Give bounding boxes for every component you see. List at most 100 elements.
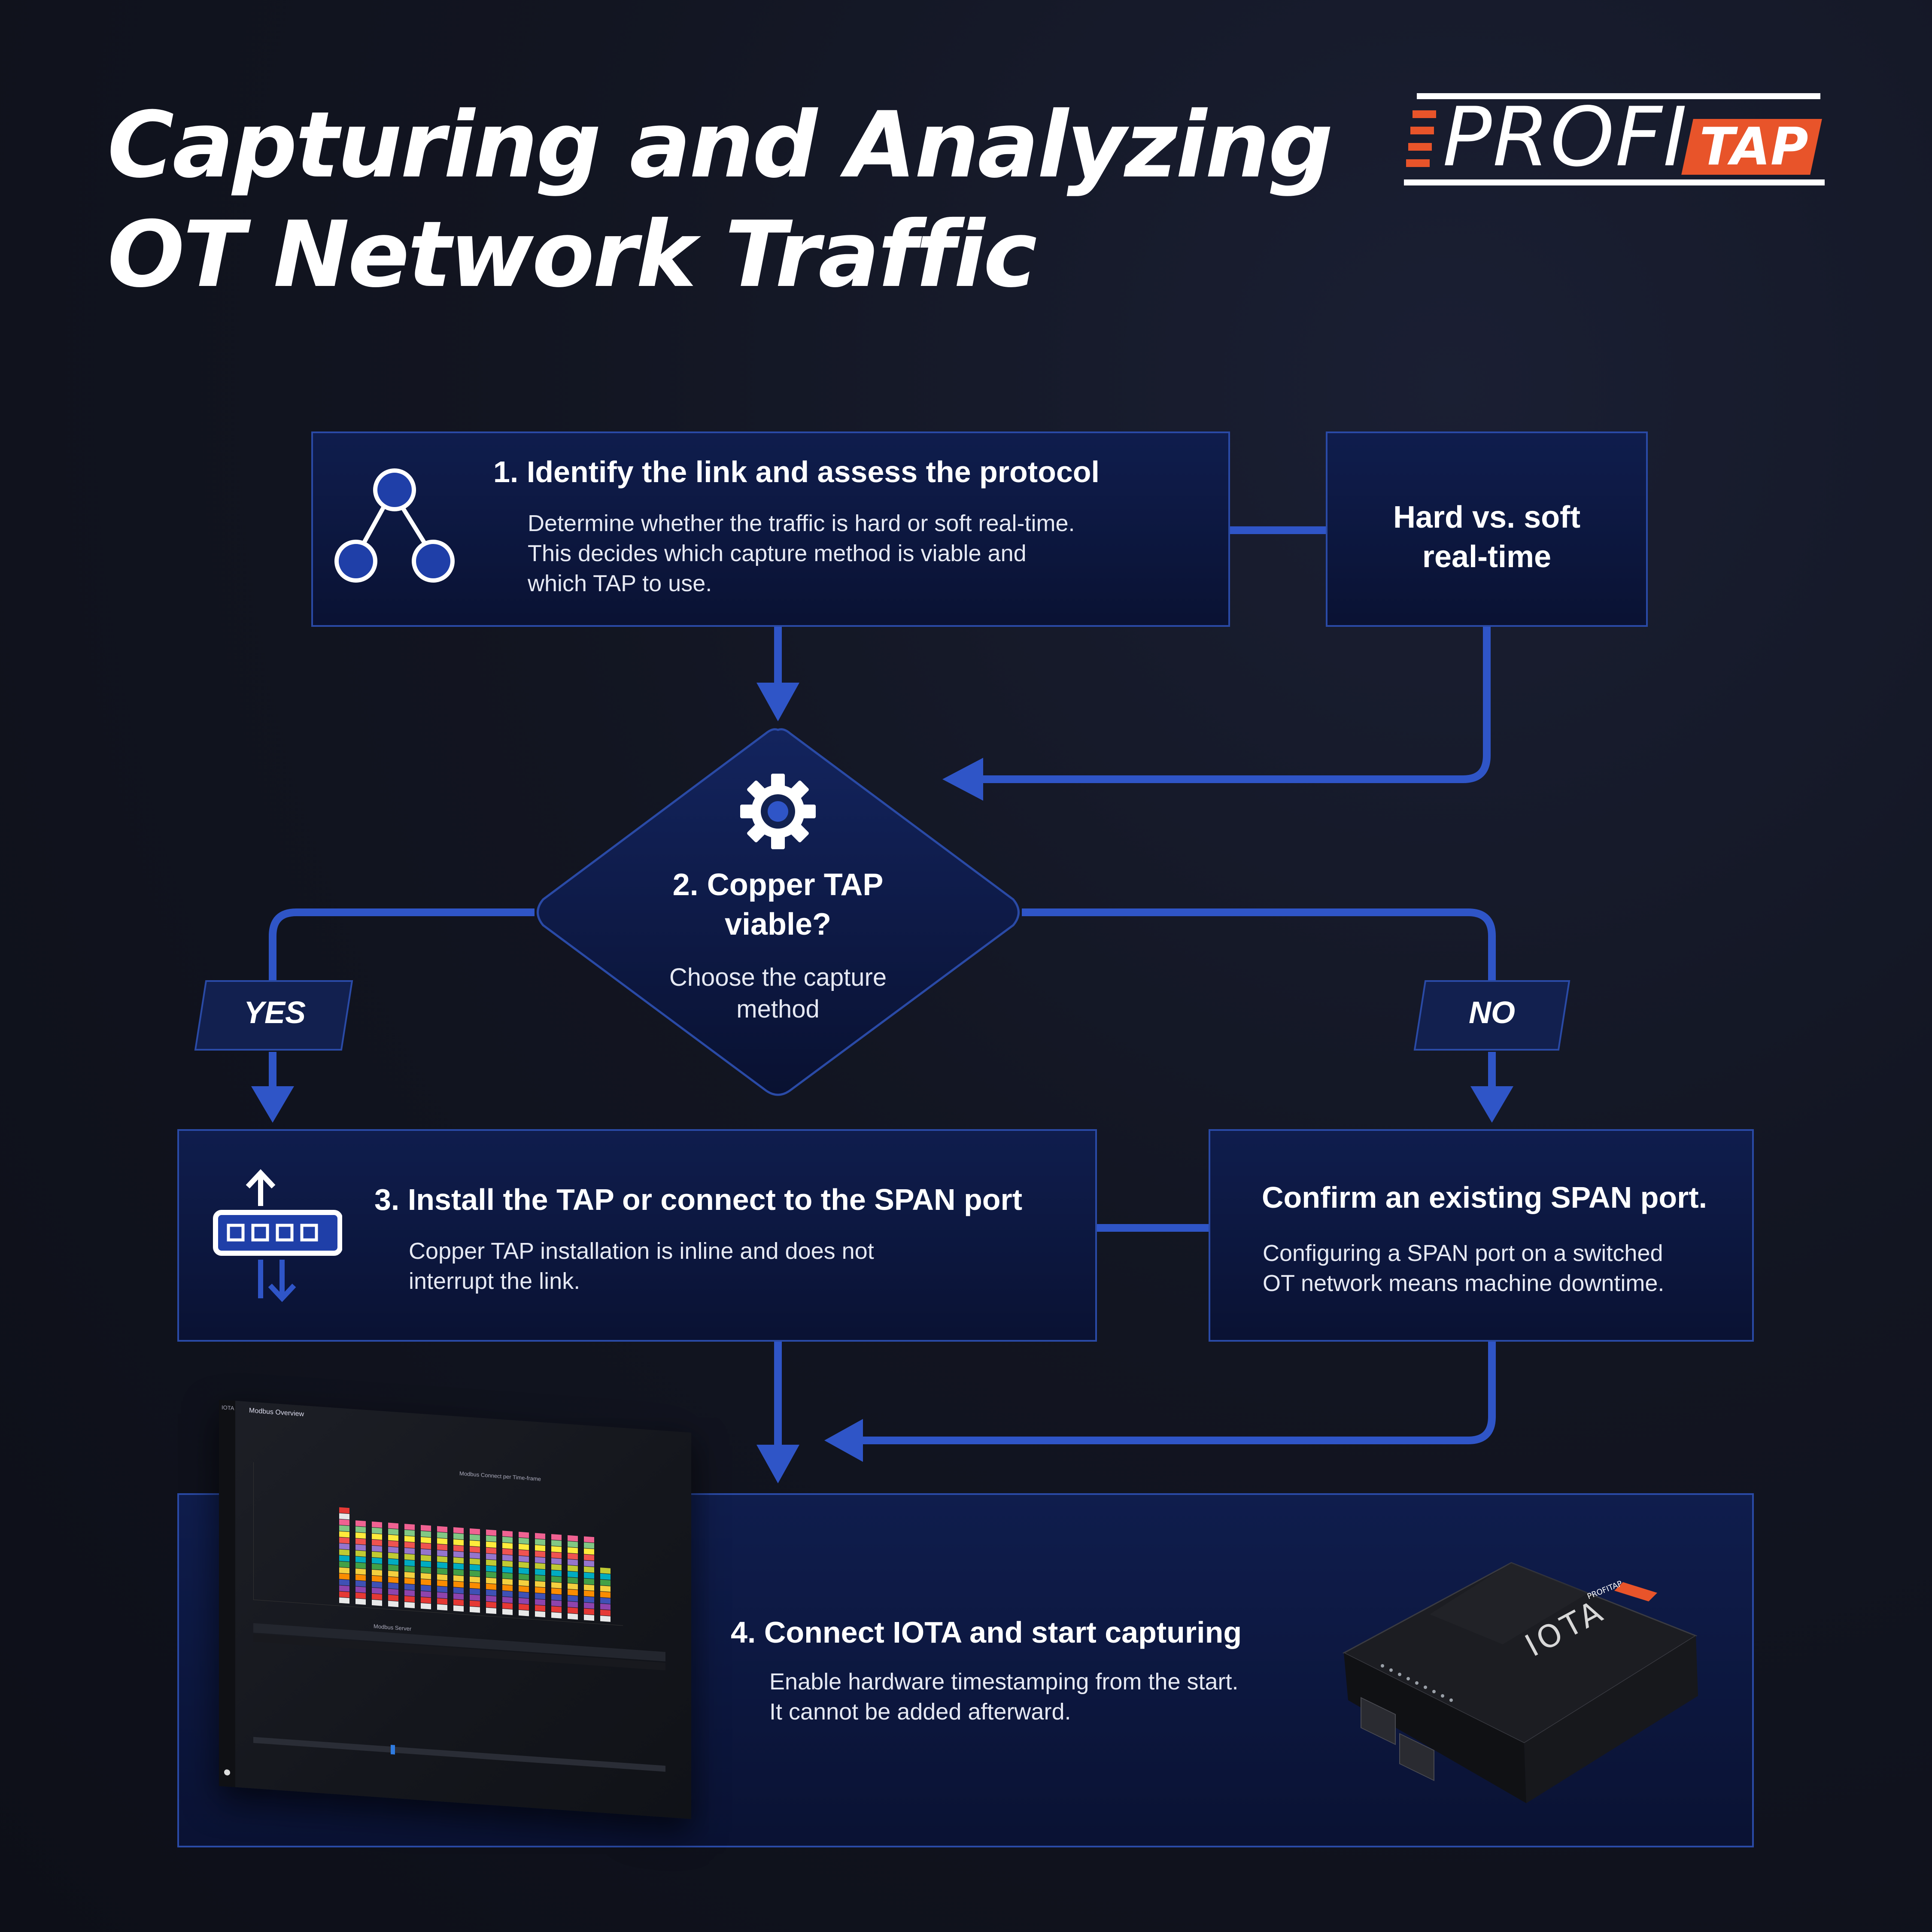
step1-description: Determine whether the traffic is hard or… [528, 508, 1075, 598]
dashboard-bar-segment [568, 1607, 578, 1614]
dashboard-bar-segment [437, 1562, 447, 1569]
dashboard-bar-segment [339, 1537, 349, 1544]
dashboard-bar-segment [404, 1530, 415, 1536]
dashboard-bar-segment [519, 1598, 529, 1604]
step1-text-line: Determine whether the traffic is hard or… [528, 510, 1075, 536]
dashboard-bar-segment [568, 1535, 578, 1542]
dashboard-bar-segment [584, 1554, 594, 1561]
dashboard-bar-segment [551, 1582, 562, 1589]
dashboard-bar-chart [339, 1507, 611, 1622]
dashboard-bar-segment [568, 1613, 578, 1620]
dashboard-bar-segment [339, 1579, 349, 1586]
dashboard-bar-segment [584, 1566, 594, 1573]
dashboard-bar-segment [470, 1546, 480, 1553]
dashboard-bar-segment [600, 1598, 611, 1604]
dashboard-user-avatar[interactable] [224, 1769, 230, 1776]
dashboard-bar-segment [519, 1610, 529, 1616]
dashboard-bar-segment [355, 1544, 366, 1551]
connector-side-to-step2 [979, 627, 1491, 783]
dashboard-bar-segment [486, 1589, 496, 1596]
dashboard-bar-segment [584, 1614, 594, 1621]
no-label-shape [1413, 980, 1571, 1051]
dashboard-bar-segment [388, 1577, 398, 1583]
dashboard-bar-segment [355, 1568, 366, 1575]
step1-box: 1. Identify the link and assess the prot… [311, 431, 1230, 627]
dashboard-bar-segment [388, 1522, 398, 1529]
dashboard-bar-segment [551, 1540, 562, 1546]
dashboard-bar-segment [421, 1537, 431, 1543]
arrowhead-to-step3 [251, 1086, 294, 1123]
dashboard-bar-segment [339, 1513, 349, 1520]
dashboard-bar-segment [437, 1574, 447, 1581]
dashboard-bar-segment [600, 1586, 611, 1592]
arrowhead-side-to-step2 [942, 758, 983, 801]
dashboard-bar-segment [421, 1543, 431, 1549]
dashboard-bar-segment [470, 1600, 480, 1607]
dashboard-bar-segment [372, 1575, 382, 1582]
dashboard-bar-segment [486, 1541, 496, 1548]
dashboard-bar-segment [502, 1573, 513, 1579]
dashboard-bar-segment [551, 1558, 562, 1564]
step2-title-line: viable? [724, 907, 832, 942]
dashboard-timeline-scrollbar[interactable] [253, 1737, 665, 1772]
page-title: Capturing and Analyzing OT Network Traff… [107, 90, 1352, 309]
dashboard-bar-segment [339, 1573, 349, 1580]
dashboard-bar-segment [372, 1599, 382, 1606]
dashboard-bar-segment [339, 1549, 349, 1556]
dashboard-bar-segment [502, 1555, 513, 1561]
dashboard-bar-segment [502, 1579, 513, 1585]
dashboard-bar-segment [453, 1557, 464, 1564]
dashboard-bar-segment [502, 1543, 513, 1549]
dashboard-bar-segment [502, 1585, 513, 1591]
dashboard-bar-segment [535, 1551, 545, 1558]
dashboard-bar-segment [355, 1520, 366, 1527]
page-title-line-2: OT Network Traffic [107, 201, 1037, 307]
dashboard-bar-segment [486, 1601, 496, 1608]
yes-label: YES [243, 996, 306, 1030]
dashboard-bar-segment [502, 1591, 513, 1597]
dashboard-bar-segment [568, 1589, 578, 1596]
dashboard-bar-segment [355, 1574, 366, 1581]
dashboard-bar-segment [535, 1563, 545, 1570]
dashboard-bar-segment [568, 1595, 578, 1602]
dashboard-bar-segment [551, 1588, 562, 1595]
dashboard-bar-segment [404, 1572, 415, 1578]
dashboard-sidebar [219, 1400, 235, 1787]
dashboard-bar-segment [486, 1553, 496, 1560]
step3-text-line: Copper TAP installation is inline and do… [409, 1238, 874, 1264]
dashboard-bar-segment [551, 1552, 562, 1558]
dashboard-bar-segment [453, 1581, 464, 1588]
dashboard-bar-segment [453, 1527, 464, 1534]
dashboard-bar-segment [535, 1593, 545, 1600]
dashboard-bar-segment [551, 1576, 562, 1583]
dashboard-bar-segment [421, 1573, 431, 1580]
dashboard-bar-segment [551, 1534, 562, 1540]
dashboard-bar-segment [421, 1603, 431, 1610]
dashboard-bar-segment [535, 1539, 545, 1546]
logo-bottom-rule [1404, 179, 1825, 185]
dashboard-bar-segment [519, 1555, 529, 1562]
dashboard-legend [627, 1488, 683, 1629]
dashboard-bar-segment [519, 1561, 529, 1568]
dashboard-bar-segment [519, 1543, 529, 1550]
dashboard-bar-segment [355, 1532, 366, 1539]
dashboard-bar-segment [388, 1571, 398, 1577]
span-description: Configuring a SPAN port on a switched OT… [1263, 1238, 1664, 1298]
dashboard-table-title: Modbus Server [374, 1623, 412, 1632]
dashboard-bar-segment [453, 1551, 464, 1558]
dashboard-bar-segment [404, 1596, 415, 1602]
logo-accent-bar-4 [1406, 159, 1430, 167]
step2-text-line: method [736, 995, 820, 1023]
dashboard-bar-segment [584, 1572, 594, 1579]
dashboard-bar-segment [584, 1590, 594, 1597]
dashboard-timeline-handle[interactable] [391, 1744, 395, 1755]
dashboard-bar-segment [535, 1533, 545, 1540]
step2-description: Choose the capture method [606, 962, 950, 1025]
step1-text-line: This decides which capture method is via… [528, 541, 1027, 566]
dashboard-bar-segment [437, 1586, 447, 1593]
dashboard-bar-segment [453, 1605, 464, 1612]
dashboard-bar-segment [355, 1550, 366, 1557]
dashboard-bar-segment [355, 1586, 366, 1593]
dashboard-bar-segment [339, 1507, 349, 1514]
dashboard-bar-segment [486, 1535, 496, 1542]
